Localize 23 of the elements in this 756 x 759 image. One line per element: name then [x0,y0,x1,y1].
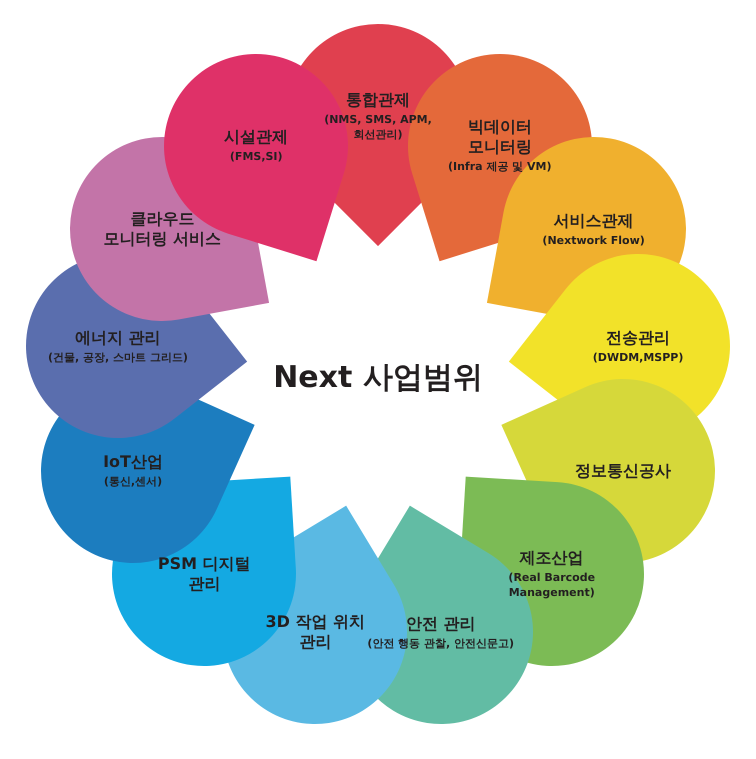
petal-title: 클라우드 모니터링 서비스 [102,209,222,250]
petal-title: 전송관리 [606,328,670,348]
petal-title: 통합관제 [346,90,410,110]
petal-title: 3D 작업 위치 관리 [264,612,366,652]
petal-subtitle: (Nextwork Flow) [542,234,645,248]
petal-title: 안전 관리 [406,614,476,634]
petal-title: IoT산업 [103,452,163,472]
petal-subtitle: (안전 행동 관찰, 안전신문고) [367,636,514,652]
petal-subtitle: (NMS, SMS, APM, 회선관리) [323,113,433,142]
petal-title: 빅데이터 모니터링 [466,117,533,158]
petal-subtitle: (건물, 공장, 스마트 그리드) [48,350,188,366]
petal-title: 에너지 관리 [75,328,161,348]
petal-title: 서비스관제 [554,210,634,230]
petal-subtitle: (DWDM,MSPP) [592,350,684,366]
petal-subtitle: (Infra 제공 및 VM) [448,160,552,175]
petal-subtitle: (통신,센서) [104,475,162,490]
center-heading: Next 사업범위 [272,359,484,396]
petal-title: 시설관제 [224,127,288,148]
petal-title: 제조산업 [520,548,584,568]
petal-subtitle: (Real Barcode Management) [507,571,596,600]
petal-title: 정보통신공사 [574,460,671,481]
petal-title: PSM 디지털 관리 [156,554,252,594]
petal-subtitle: (FMS,SI) [230,150,283,165]
